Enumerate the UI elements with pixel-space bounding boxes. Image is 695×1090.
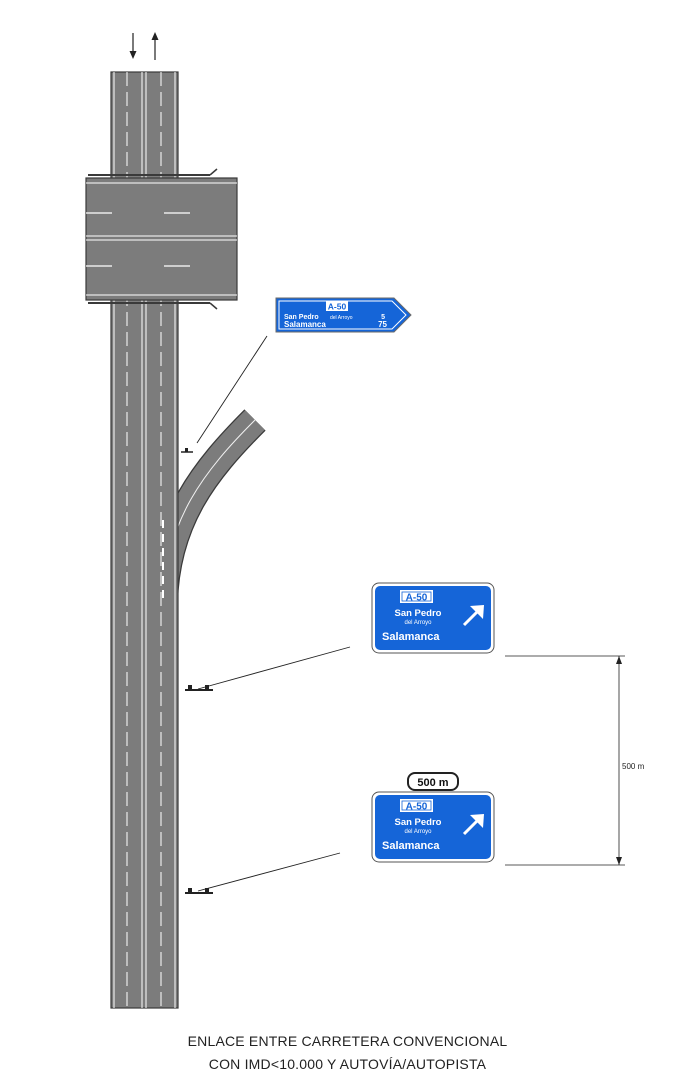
exit-direction-sign: A-50 San Pedro del Arroyo 5 Salamanca 75 [275,297,412,333]
dimension-500m: 500 m [505,655,645,866]
destination-1-small: del Arroyo [330,315,353,321]
caption-line-2: CON IMD<10.000 Y AUTOVÍA/AUTOPISTA [208,1056,487,1072]
arrow-up-icon [151,32,159,60]
caption-line-1: ENLACE ENTRE CARRETERA CONVENCIONAL [187,1033,508,1049]
gantry-post-near [185,685,213,691]
diagram-caption: ENLACE ENTRE CARRETERA CONVENCIONAL CON … [0,1030,695,1076]
gantry-sign-near: A-50 San Pedro del Arroyo Salamanca [371,582,495,654]
destination-1: San Pedro [395,817,442,828]
arrow-up-right-icon [462,605,484,627]
destination-2: Salamanca [284,320,326,329]
sign-post-exit [181,448,193,453]
overpass-bridge [85,168,238,310]
destination-1-sub: del Arroyo [404,620,432,626]
destination-2: Salamanca [382,840,440,852]
destination-2: Salamanca [382,631,440,643]
road-code: A-50 [328,302,347,312]
distance-plate: 500 m [417,777,448,789]
gantry-post-advance [185,888,213,894]
destination-1-sub: del Arroyo [404,829,432,835]
distance-2: 75 [378,320,387,329]
destination-1: San Pedro [395,608,442,619]
distance-1: 5 [381,314,385,321]
arrow-down-icon [129,33,137,59]
road-code: A-50 [406,802,428,813]
gantry-sign-advance: 500 m A-50 San Pedro del Arroyo Salamanc… [371,772,495,863]
road-code: A-50 [406,593,428,604]
arrow-up-right-icon [462,814,484,836]
leader-lines [196,335,351,892]
destination-1: San Pedro [284,314,319,321]
dimension-label: 500 m [622,762,645,771]
